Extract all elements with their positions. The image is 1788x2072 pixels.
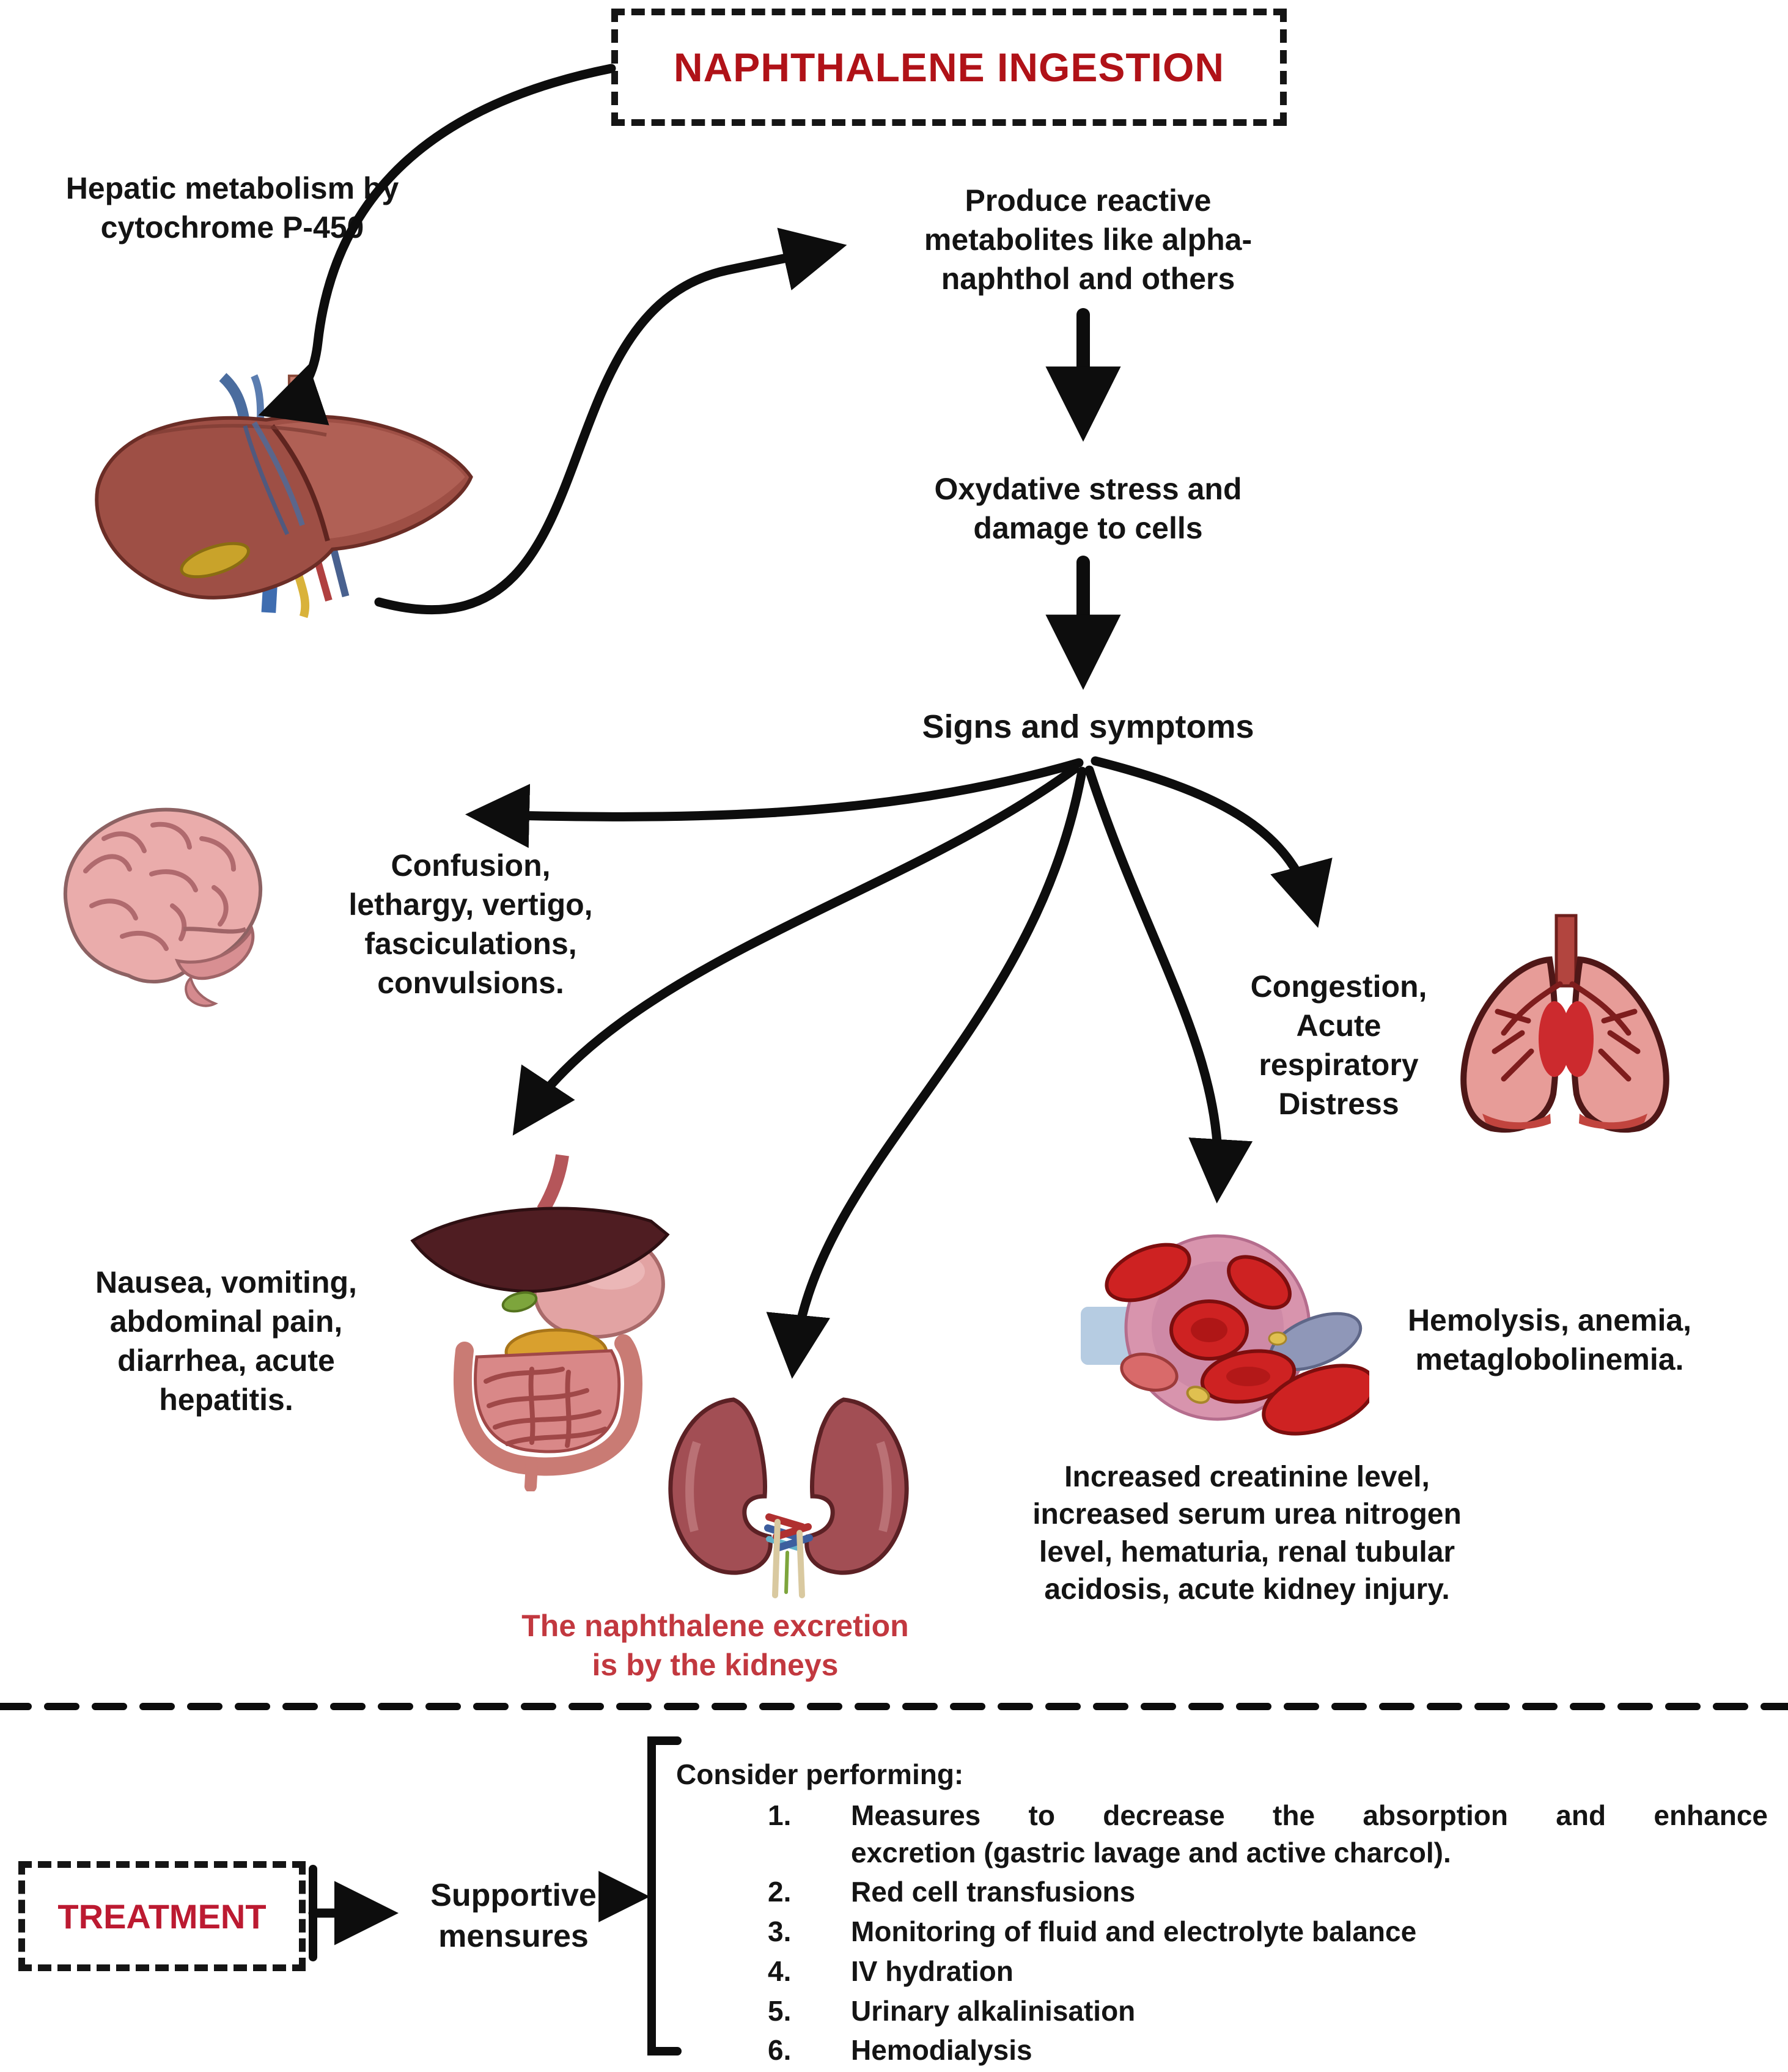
treatment-label: TREATMENT: [57, 1897, 267, 1936]
treatment-measures-list: 1. Measures to decrease the absorption a…: [721, 1797, 1768, 2071]
list-item: 5. Urinary alkalinisation: [768, 1994, 1136, 2027]
arrow-signs-to-brain: [465, 758, 1084, 848]
digestive-tract-illustration: [379, 1149, 685, 1491]
digestive-tract-icon: [410, 1154, 670, 1491]
kidneys-icon: [668, 1397, 909, 1598]
supportive-measures-label: Supportive mensures: [430, 1878, 597, 1954]
hematologic-symptoms-label: Hemolysis, anemia, metaglobolinemia.: [1407, 1303, 1692, 1376]
oxidative-stress-label: Oxydative stress and damage to cells: [934, 472, 1242, 545]
blood-cells-illustration: [1076, 1216, 1369, 1442]
liver-illustration: [73, 367, 495, 623]
neuro-symptoms-label: Confusion, lethargy, vertigo, fasciculat…: [348, 848, 593, 1000]
respiratory-symptoms-label: Congestion, Acute respiratory Distress: [1250, 969, 1427, 1121]
list-item: 3. Monitoring of fluid and electrolyte b…: [768, 1916, 1417, 1948]
kidney-excretion-caption: The naphthalene excretion is by the kidn…: [521, 1609, 909, 1682]
list-item: 6. Hemodialysis: [768, 2034, 1032, 2066]
arrow-signs-to-kidneys: [766, 766, 1087, 1379]
page-title: NAPHTHALENE INGESTION: [673, 45, 1225, 90]
brain-icon: [63, 807, 263, 1007]
arrow-signs-to-lungs: [1091, 756, 1333, 928]
title-box: NAPHTHALENE INGESTION: [611, 9, 1287, 126]
blood-cells-icon: [1081, 1234, 1369, 1436]
list-bracket: [647, 1736, 682, 2055]
list-item: 1. Measures to decrease the absorption a…: [768, 1799, 1768, 1868]
signs-symptoms-label: Signs and symptoms: [922, 708, 1254, 745]
treatment-box: TREATMENT: [18, 1861, 306, 1971]
gi-symptoms-label: Nausea, vomiting, abdominal pain, diarrh…: [95, 1265, 357, 1417]
list-item: 4. IV hydration: [768, 1955, 1014, 1987]
hepatic-metabolism-label: Hepatic metabolism by cytochrome P-450: [65, 171, 399, 244]
consider-performing-label: Consider performing:: [676, 1758, 964, 1790]
lungs-illustration: [1424, 911, 1705, 1155]
brain-illustration: [31, 782, 287, 1021]
liver-icon: [95, 373, 473, 619]
lungs-icon: [1460, 914, 1669, 1133]
renal-findings-label: Increased creatinine level, increased se…: [1032, 1461, 1462, 1606]
list-item: 2. Red cell transfusions: [768, 1876, 1136, 1908]
kidneys-illustration: [648, 1381, 929, 1607]
reactive-metabolites-label: Produce reactive metabolites like alpha-…: [924, 183, 1253, 296]
